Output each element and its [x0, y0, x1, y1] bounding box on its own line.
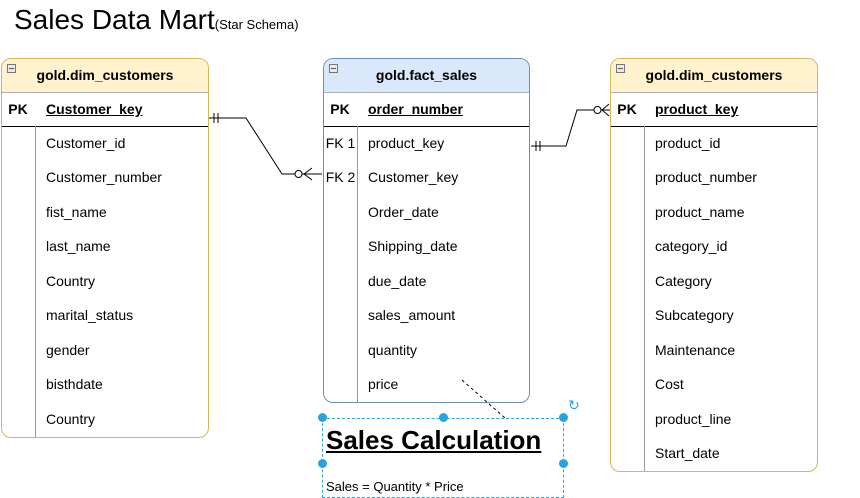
field-row[interactable]: Category	[611, 264, 817, 298]
field-name: Maintenance	[655, 342, 736, 358]
resize-handle-middle-left[interactable]	[318, 459, 327, 468]
field-row[interactable]: gender	[2, 333, 208, 367]
field-row[interactable]: Cost	[611, 367, 817, 401]
field-row[interactable]: Shipping_date	[324, 229, 529, 263]
field-name: Country	[46, 411, 96, 427]
field-name: Country	[46, 273, 96, 289]
diagram-title: Sales Data Mart(Star Schema)	[14, 4, 299, 41]
key-column-divider	[357, 126, 358, 402]
field-row[interactable]: Order_date	[324, 195, 529, 229]
table-dim-customers-right[interactable]: gold.dim_customers PK product_key produc…	[610, 58, 818, 472]
field-row[interactable]: fist_name	[2, 195, 208, 229]
table-header[interactable]: gold.dim_customers	[611, 59, 817, 93]
relationship-product-to-sales	[531, 103, 610, 151]
sales-calculation-note[interactable]: Sales Calculation Sales = Quantity * Pri…	[322, 418, 564, 498]
field-row[interactable]: product_name	[611, 195, 817, 229]
field-row[interactable]: last_name	[2, 229, 208, 263]
pk-field: order_number	[368, 101, 463, 117]
field-row[interactable]: Country	[2, 402, 208, 436]
table-fact-sales[interactable]: gold.fact_sales PK order_number FK 1 prod…	[323, 58, 530, 403]
field-row[interactable]: Subcategory	[611, 298, 817, 332]
note-connector	[461, 379, 506, 419]
field-row[interactable]: due_date	[324, 264, 529, 298]
pk-row[interactable]: PK Customer_key	[2, 92, 208, 127]
relationship-customer-to-sales	[209, 113, 322, 181]
fk-label: FK 2	[325, 169, 356, 185]
field-row[interactable]: FK 2 Customer_key	[324, 160, 529, 194]
field-name: quantity	[368, 342, 418, 358]
field-row[interactable]: product_line	[611, 402, 817, 436]
field-row[interactable]: category_id	[611, 229, 817, 263]
key-column-divider	[35, 126, 36, 437]
field-name: due_date	[368, 273, 427, 289]
field-name: Customer_key	[368, 169, 459, 185]
pk-field: Customer_key	[46, 101, 143, 117]
field-row[interactable]: product_number	[611, 160, 817, 194]
field-name: product_number	[655, 169, 757, 185]
field-row[interactable]: Maintenance	[611, 333, 817, 367]
table-name: gold.dim_customers	[645, 67, 783, 83]
field-name: gender	[46, 342, 90, 358]
field-row[interactable]: FK 1 product_key	[324, 126, 529, 160]
field-name: Shipping_date	[368, 238, 458, 254]
field-row[interactable]: Customer_id	[2, 126, 208, 160]
collapse-icon[interactable]	[329, 64, 338, 73]
table-header[interactable]: gold.fact_sales	[324, 59, 529, 93]
field-name: bisthdate	[46, 376, 103, 392]
field-name: product_line	[655, 411, 732, 427]
field-name: Category	[655, 273, 712, 289]
table-header[interactable]: gold.dim_customers	[2, 59, 208, 93]
resize-handle-middle-right[interactable]	[559, 459, 568, 468]
resize-handle-top-left[interactable]	[318, 413, 327, 422]
rotate-handle-icon[interactable]: ↻	[568, 397, 580, 413]
field-name: sales_amount	[368, 307, 456, 323]
field-name: product_name	[655, 204, 745, 220]
field-name: last_name	[46, 238, 111, 254]
field-name: Customer_id	[46, 135, 126, 151]
field-row[interactable]: Start_date	[611, 436, 817, 470]
pk-label: PK	[617, 101, 637, 117]
fk-label: FK 1	[325, 135, 356, 151]
table-dim-customers-left[interactable]: gold.dim_customers PK Customer_key Custo…	[1, 58, 209, 438]
field-row[interactable]: Country	[2, 264, 208, 298]
resize-handle-top-middle[interactable]	[439, 413, 448, 422]
pk-label: PK	[8, 101, 28, 117]
table-name: gold.fact_sales	[375, 67, 478, 83]
resize-handle-top-right[interactable]	[559, 413, 568, 422]
field-name: product_id	[655, 135, 721, 151]
field-name: Order_date	[368, 204, 439, 220]
field-name: Customer_number	[46, 169, 162, 185]
pk-row[interactable]: PK order_number	[324, 92, 529, 127]
collapse-icon[interactable]	[616, 64, 625, 73]
field-row[interactable]: Customer_number	[2, 160, 208, 194]
field-row[interactable]: price	[324, 367, 529, 401]
field-row[interactable]: product_id	[611, 126, 817, 160]
field-name: Start_date	[655, 445, 720, 461]
field-name: product_key	[368, 135, 445, 151]
table-name: gold.dim_customers	[36, 67, 174, 83]
field-row[interactable]: bisthdate	[2, 367, 208, 401]
field-row[interactable]: quantity	[324, 333, 529, 367]
field-name: marital_status	[46, 307, 134, 323]
key-column-divider	[644, 126, 645, 471]
pk-row[interactable]: PK product_key	[611, 92, 817, 127]
title-text: Sales Data Mart	[14, 4, 215, 35]
title-subtitle: (Star Schema)	[214, 17, 299, 32]
collapse-icon[interactable]	[7, 64, 16, 73]
pk-field: product_key	[655, 101, 739, 117]
field-name: price	[368, 376, 399, 392]
field-name: category_id	[655, 238, 728, 254]
pk-label: PK	[330, 101, 350, 117]
field-name: Subcategory	[655, 307, 734, 323]
note-title: Sales Calculation	[326, 425, 542, 455]
field-row[interactable]: marital_status	[2, 298, 208, 332]
field-name: fist_name	[46, 204, 107, 220]
field-row[interactable]: sales_amount	[324, 298, 529, 332]
note-formula: Sales = Quantity * Price	[326, 479, 464, 494]
field-name: Cost	[655, 376, 684, 392]
